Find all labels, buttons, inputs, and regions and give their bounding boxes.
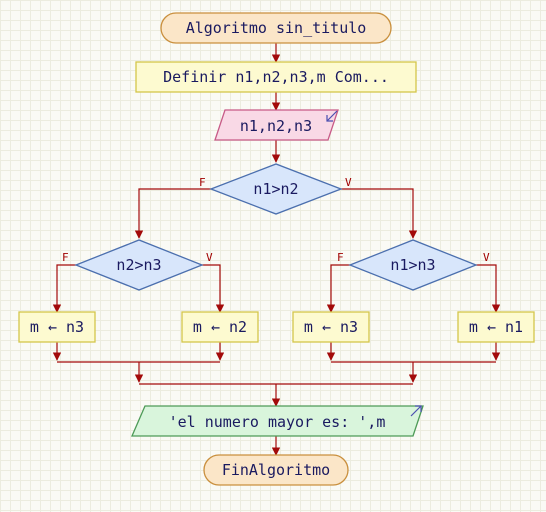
input-shape — [214, 109, 339, 141]
decision-left-shape — [74, 239, 204, 291]
assign-1-shape — [18, 311, 96, 343]
arrow-left-true — [202, 264, 225, 313]
assign-3-shape — [292, 311, 370, 343]
branch-label-true: V — [345, 176, 352, 189]
decision-main[interactable]: n1>n2 — [209, 163, 343, 215]
assign-node-4[interactable]: m ← n1 — [457, 311, 535, 343]
assign-node-3[interactable]: m ← n3 — [292, 311, 370, 343]
assign-2-label: m ← n2 — [193, 318, 247, 336]
connectors — [52, 43, 501, 456]
branch-label-true: V — [206, 251, 213, 264]
arrow-out-icon — [410, 405, 422, 417]
end-node[interactable]: FinAlgoritmo — [203, 454, 349, 486]
end-shape — [203, 454, 349, 486]
decision-left[interactable]: n2>n3 — [74, 239, 204, 291]
output-label: 'el numero mayor es: ',m — [169, 413, 386, 431]
assign-1-label: m ← n3 — [30, 318, 84, 336]
assign-2-shape — [181, 311, 259, 343]
assign-3-label: m ← n3 — [304, 318, 358, 336]
decision-right[interactable]: n1>n3 — [348, 239, 478, 291]
arrow-main-true — [341, 188, 418, 239]
output-node[interactable]: 'el numero mayor es: ',m — [131, 405, 424, 437]
branch-label-false: F — [62, 251, 69, 264]
end-label: FinAlgoritmo — [222, 461, 330, 479]
decision-right-shape — [348, 239, 478, 291]
start-label: Algoritmo sin_titulo — [186, 19, 367, 37]
decision-right-label: n1>n3 — [390, 256, 435, 274]
branch-label-false: F — [199, 176, 206, 189]
arrow-in-icon — [326, 110, 338, 122]
input-node[interactable]: n1,n2,n3 — [214, 109, 339, 141]
decision-main-label: n1>n2 — [253, 180, 298, 198]
start-shape — [160, 12, 392, 44]
arrow-right-false — [326, 264, 350, 313]
decision-left-label: n2>n3 — [116, 256, 161, 274]
branch-label-true: V — [483, 251, 490, 264]
arrow-main-false — [134, 188, 211, 239]
arrow-left-false — [52, 264, 76, 313]
start-node[interactable]: Algoritmo sin_titulo — [160, 12, 392, 44]
output-shape — [131, 405, 424, 437]
define-node[interactable]: Definir n1,n2,n3,m Com... — [135, 61, 417, 93]
branch-label-false: F — [337, 251, 344, 264]
arrow-right-true — [476, 264, 501, 313]
assign-node-2[interactable]: m ← n2 — [181, 311, 259, 343]
decision-main-shape — [209, 163, 343, 215]
define-label: Definir n1,n2,n3,m Com... — [163, 68, 389, 86]
assign-4-shape — [457, 311, 535, 343]
input-label: n1,n2,n3 — [240, 117, 312, 135]
assign-node-1[interactable]: m ← n3 — [18, 311, 96, 343]
define-shape — [135, 61, 417, 93]
assign-4-label: m ← n1 — [469, 318, 523, 336]
